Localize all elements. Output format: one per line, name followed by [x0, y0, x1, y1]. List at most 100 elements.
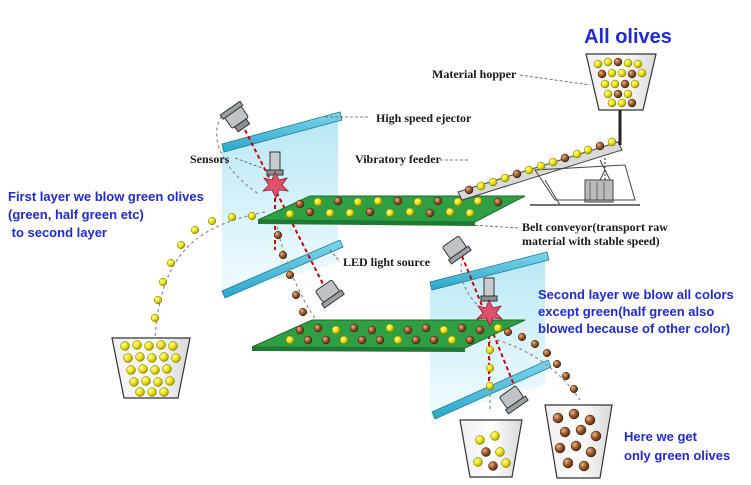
green-olive [339, 335, 349, 345]
green-olive [158, 277, 168, 287]
green-olive [572, 149, 582, 159]
green-olive [168, 341, 178, 351]
brown-olive [512, 169, 522, 179]
brown-olive [488, 461, 498, 471]
brown-olive [425, 208, 435, 218]
brown-olive [620, 79, 630, 89]
note-first-layer-line3: to second layer [8, 225, 107, 240]
green-olive [141, 376, 151, 386]
brown-olive [421, 323, 431, 333]
green-olive [630, 79, 640, 89]
brown-olive [411, 335, 421, 345]
brown-olive [298, 307, 308, 317]
green-olive [623, 89, 633, 99]
green-olive [123, 353, 133, 363]
sensor-icon [442, 235, 472, 265]
note-result-line2: only green olives [624, 448, 730, 463]
brown-olive [313, 323, 323, 333]
green-olive [373, 196, 383, 206]
green-olive [385, 323, 395, 333]
green-olive [485, 345, 495, 355]
green-olive [132, 340, 142, 350]
green-olive [610, 79, 620, 89]
green-olive [150, 365, 160, 375]
green-olive [345, 208, 355, 218]
brown-olive [613, 57, 623, 67]
sensor-icon [315, 279, 345, 309]
brown-olive [295, 325, 305, 335]
brown-olive [590, 430, 602, 442]
green-olive [536, 161, 546, 171]
brown-olive [333, 196, 343, 206]
brown-olive [530, 339, 540, 349]
green-olive [147, 387, 157, 397]
green-olive [633, 59, 643, 69]
brown-olive [585, 446, 597, 458]
brown-olive [568, 408, 580, 420]
brown-olive [595, 141, 605, 151]
brown-olive [575, 424, 587, 436]
air-blast-icon [261, 171, 290, 199]
brown-olive [433, 196, 443, 206]
green-olive [147, 353, 157, 363]
brown-olive [569, 384, 579, 394]
green-olive [190, 225, 200, 235]
green-olive [524, 165, 534, 175]
green-olive [593, 59, 603, 69]
green-olive [465, 208, 475, 218]
green-olive [623, 58, 633, 68]
green-olive [447, 335, 457, 345]
brown-olive [481, 447, 491, 457]
green-olive [285, 335, 295, 345]
leader-lines [234, 74, 591, 263]
label-vibratory-feeder: Vibratory feeder [355, 152, 442, 166]
green-olive [153, 295, 163, 305]
green-olive [138, 364, 148, 374]
brown-olive [542, 348, 552, 358]
green-olive [166, 258, 176, 268]
label-led-light-source: LED light source [343, 255, 431, 269]
green-olive [453, 197, 463, 207]
brown-olive [403, 325, 413, 335]
brown-olive [295, 199, 305, 209]
brown-olive [552, 412, 564, 424]
brown-olive [273, 230, 283, 240]
green-olive [476, 181, 486, 191]
brown-olive [503, 327, 513, 337]
green-olive [135, 387, 145, 397]
green-olive [162, 364, 172, 374]
brown-olive [367, 325, 377, 335]
green-olive [171, 353, 181, 363]
brown-olive [285, 270, 295, 280]
green-olive [156, 340, 166, 350]
sensor-icon [219, 100, 251, 133]
green-olive [490, 431, 500, 441]
olives [120, 57, 647, 472]
brown-olive [584, 414, 596, 426]
brown-olive [517, 332, 527, 342]
brown-olive [559, 426, 571, 438]
green-olive [607, 98, 617, 108]
green-olive [126, 365, 136, 375]
green-olive [475, 435, 485, 445]
brown-olive [303, 335, 313, 345]
label-material-hopper: Material hopper [432, 67, 517, 81]
green-olive [144, 341, 154, 351]
green-olive [603, 57, 613, 67]
label-sensors: Sensors [190, 152, 230, 166]
green-olive [473, 196, 483, 206]
green-olive [247, 211, 257, 221]
green-olive [385, 208, 395, 218]
green-olive [607, 68, 617, 78]
brown-olive [375, 335, 385, 345]
green-olive [129, 377, 139, 387]
green-olive [413, 197, 423, 207]
brown-olive [560, 153, 570, 163]
green-olive [445, 207, 455, 217]
green-olive [439, 325, 449, 335]
note-second-layer-line2: except green(half green also [538, 304, 714, 319]
green-olive [485, 363, 495, 373]
green-olive [325, 208, 335, 218]
